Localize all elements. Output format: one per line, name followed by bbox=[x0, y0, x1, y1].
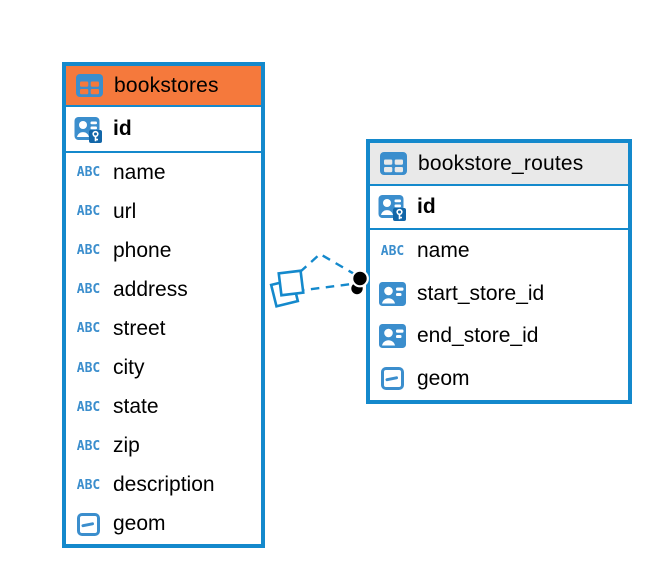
table-icon bbox=[378, 152, 409, 175]
table-title: bookstores bbox=[114, 73, 219, 97]
bookstores-column-zip[interactable]: ABC zip bbox=[66, 427, 261, 466]
bookstores-column-name[interactable]: ABC name bbox=[66, 153, 261, 192]
text-type-icon: ABC bbox=[76, 243, 101, 259]
reference-id-icon bbox=[377, 281, 408, 306]
column-name: description bbox=[113, 473, 215, 497]
column-name: phone bbox=[113, 238, 172, 262]
column-name: id bbox=[113, 117, 132, 140]
bookstores-column-url[interactable]: ABC url bbox=[66, 192, 261, 231]
column-name: geom bbox=[417, 366, 470, 390]
text-type-icon: ABC bbox=[76, 165, 101, 181]
relationship-line-2[interactable] bbox=[295, 282, 353, 293]
reference-id-icon bbox=[377, 324, 408, 349]
geometry-type-icon bbox=[377, 367, 408, 391]
primary-key-icon bbox=[377, 193, 408, 222]
text-type-icon: ABC bbox=[76, 360, 101, 376]
bookstore-routes-column-start-store-id[interactable]: start_store_id bbox=[370, 273, 628, 316]
table-icon bbox=[74, 74, 105, 97]
bookstores-column-geom[interactable]: geom bbox=[66, 505, 261, 544]
geometry-type-icon bbox=[73, 512, 104, 536]
text-type-icon: ABC bbox=[76, 477, 101, 493]
bookstores-column-street[interactable]: ABC street bbox=[66, 309, 261, 348]
entity-bookstore-routes[interactable]: bookstore_routes id ABC name bbox=[366, 139, 632, 404]
bookstores-column-city[interactable]: ABC city bbox=[66, 348, 261, 387]
bookstores-column-description[interactable]: ABC description bbox=[66, 466, 261, 505]
relationship-diamond-marker-2[interactable] bbox=[269, 278, 300, 308]
column-name: zip bbox=[113, 434, 140, 458]
primary-key-icon bbox=[73, 115, 104, 144]
bookstore-routes-columns: ABC name start_store_id bbox=[370, 230, 628, 400]
bookstores-columns: ABC name ABC url ABC phone ABC address A… bbox=[66, 153, 261, 544]
bookstores-column-address[interactable]: ABC address bbox=[66, 270, 261, 309]
text-type-icon: ABC bbox=[76, 399, 101, 415]
column-name: end_store_id bbox=[417, 324, 539, 348]
relationship-dot-marker-2[interactable] bbox=[349, 280, 365, 297]
bookstore-routes-column-geom[interactable]: geom bbox=[370, 358, 628, 401]
text-type-icon: ABC bbox=[76, 321, 101, 337]
bookstore-routes-column-id[interactable]: id bbox=[370, 186, 628, 230]
bookstore-routes-column-name[interactable]: ABC name bbox=[370, 230, 628, 273]
column-name: state bbox=[113, 395, 159, 419]
bookstore-routes-column-end-store-id[interactable]: end_store_id bbox=[370, 315, 628, 358]
column-name: address bbox=[113, 277, 188, 301]
column-name: name bbox=[113, 160, 166, 184]
column-name: name bbox=[417, 239, 470, 263]
text-type-icon: ABC bbox=[76, 438, 101, 454]
text-type-icon: ABC bbox=[76, 204, 101, 220]
table-title: bookstore_routes bbox=[418, 151, 584, 175]
text-type-icon: ABC bbox=[380, 243, 405, 259]
column-name: geom bbox=[113, 512, 166, 536]
column-name: street bbox=[113, 316, 166, 340]
bookstores-header[interactable]: bookstores bbox=[66, 66, 261, 107]
bookstores-column-state[interactable]: ABC state bbox=[66, 388, 261, 427]
column-name: url bbox=[113, 199, 137, 223]
bookstores-column-phone[interactable]: ABC phone bbox=[66, 231, 261, 270]
column-name: city bbox=[113, 356, 145, 380]
bookstore-routes-header[interactable]: bookstore_routes bbox=[370, 143, 628, 186]
bookstores-column-id[interactable]: id bbox=[66, 107, 261, 153]
relationship-line-1[interactable] bbox=[299, 252, 357, 277]
entity-bookstores[interactable]: bookstores id ABC name bbox=[62, 62, 265, 548]
column-name: start_store_id bbox=[417, 281, 545, 305]
column-name: id bbox=[417, 195, 436, 218]
text-type-icon: ABC bbox=[76, 282, 101, 298]
